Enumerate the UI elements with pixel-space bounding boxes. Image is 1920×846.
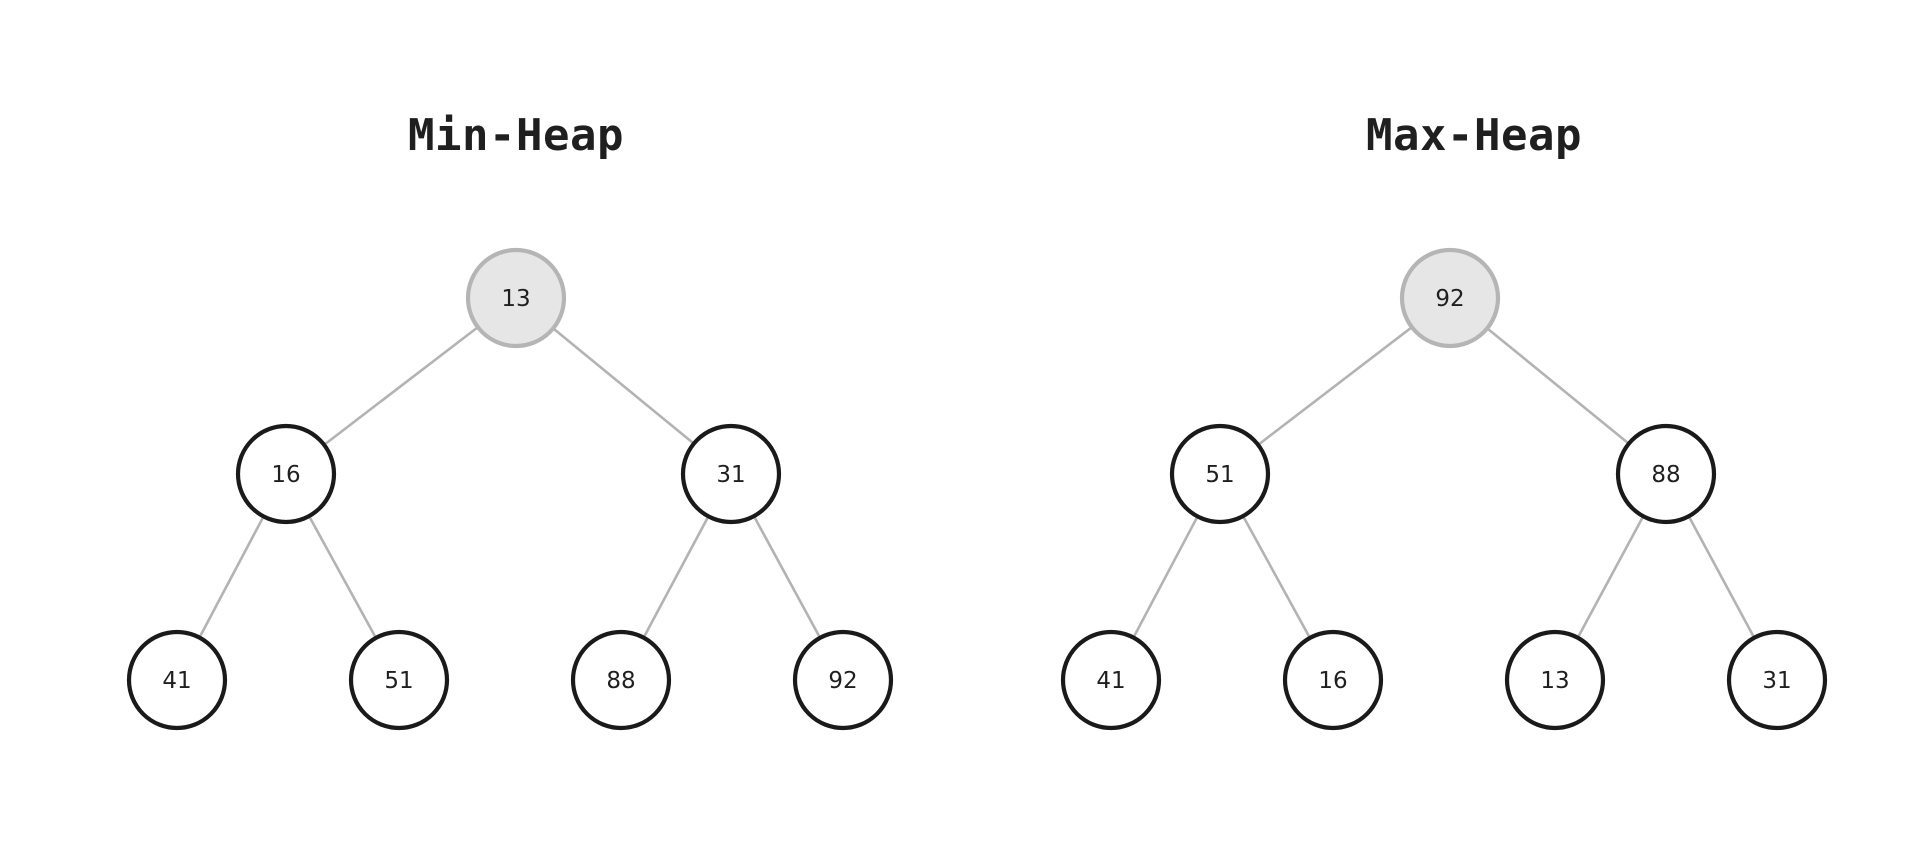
- tree-edge: [1242, 515, 1311, 639]
- panel-title-min-heap: Min-Heap: [408, 110, 624, 161]
- node-value-label: 92: [828, 668, 857, 694]
- tree-edge: [1132, 516, 1199, 638]
- node-value-label: 88: [1651, 462, 1680, 488]
- tree-node[interactable]: 31: [1726, 629, 1828, 731]
- tree-node[interactable]: 51: [1169, 423, 1271, 525]
- node-value-label: 16: [1318, 668, 1347, 694]
- tree-edge: [1576, 515, 1645, 639]
- heap-panel-min-heap: 13 16 31 41 51 88 92 Min-Heap: [126, 110, 894, 731]
- tree-edge: [1257, 326, 1413, 446]
- edges-group: [1132, 326, 1756, 639]
- node-value-label: 41: [1096, 668, 1125, 694]
- tree-node[interactable]: 13: [1504, 629, 1606, 731]
- root-node-circle[interactable]: [1399, 247, 1501, 349]
- node-value-label: 31: [716, 462, 745, 488]
- tree-node[interactable]: 31: [680, 423, 782, 525]
- node-value-label: 13: [501, 286, 530, 312]
- edges-group: [198, 326, 821, 639]
- nodes-group: 13 16 31 41 51 88 92: [126, 247, 894, 731]
- heap-panels-group: 13 16 31 41 51 88 92 Min-Heap 92 51 88 41 16 13 31 Max-…: [126, 110, 1828, 731]
- node-circle[interactable]: [1615, 423, 1717, 525]
- heap-panel-max-heap: 92 51 88 41 16 13 31 Max-Heap: [1060, 110, 1828, 731]
- node-circle[interactable]: [680, 423, 782, 525]
- tree-edge: [323, 326, 479, 446]
- tree-node[interactable]: 16: [1282, 629, 1384, 731]
- node-value-label: 51: [384, 668, 413, 694]
- tree-node-root[interactable]: 13: [465, 247, 567, 349]
- tree-edge: [308, 515, 377, 639]
- tree-node[interactable]: 41: [1060, 629, 1162, 731]
- tree-edge: [642, 515, 710, 639]
- panel-title-max-heap: Max-Heap: [1366, 110, 1582, 161]
- tree-node-root[interactable]: 92: [1399, 247, 1501, 349]
- node-circle[interactable]: [126, 629, 228, 731]
- node-value-label: 13: [1540, 668, 1569, 694]
- node-value-label: 41: [162, 668, 191, 694]
- node-value-label: 16: [271, 462, 300, 488]
- tree-edge: [1486, 327, 1630, 445]
- tree-node[interactable]: 16: [235, 423, 337, 525]
- tree-edge: [198, 516, 265, 638]
- node-value-label: 88: [606, 668, 635, 694]
- node-circle[interactable]: [1169, 423, 1271, 525]
- node-circle[interactable]: [348, 629, 450, 731]
- tree-node[interactable]: 51: [348, 629, 450, 731]
- node-circle[interactable]: [792, 629, 894, 731]
- tree-edge: [1687, 515, 1756, 639]
- tree-node[interactable]: 92: [792, 629, 894, 731]
- node-circle[interactable]: [235, 423, 337, 525]
- node-value-label: 51: [1205, 462, 1234, 488]
- node-value-label: 92: [1435, 286, 1464, 312]
- nodes-group: 92 51 88 41 16 13 31: [1060, 247, 1828, 731]
- tree-edge: [552, 327, 695, 445]
- node-circle[interactable]: [570, 629, 672, 731]
- tree-edge: [753, 515, 821, 639]
- tree-node[interactable]: 88: [570, 629, 672, 731]
- node-value-label: 31: [1762, 668, 1791, 694]
- root-node-circle[interactable]: [465, 247, 567, 349]
- tree-node[interactable]: 41: [126, 629, 228, 731]
- tree-node[interactable]: 88: [1615, 423, 1717, 525]
- node-circle[interactable]: [1726, 629, 1828, 731]
- node-circle[interactable]: [1282, 629, 1384, 731]
- node-circle[interactable]: [1060, 629, 1162, 731]
- node-circle[interactable]: [1504, 629, 1606, 731]
